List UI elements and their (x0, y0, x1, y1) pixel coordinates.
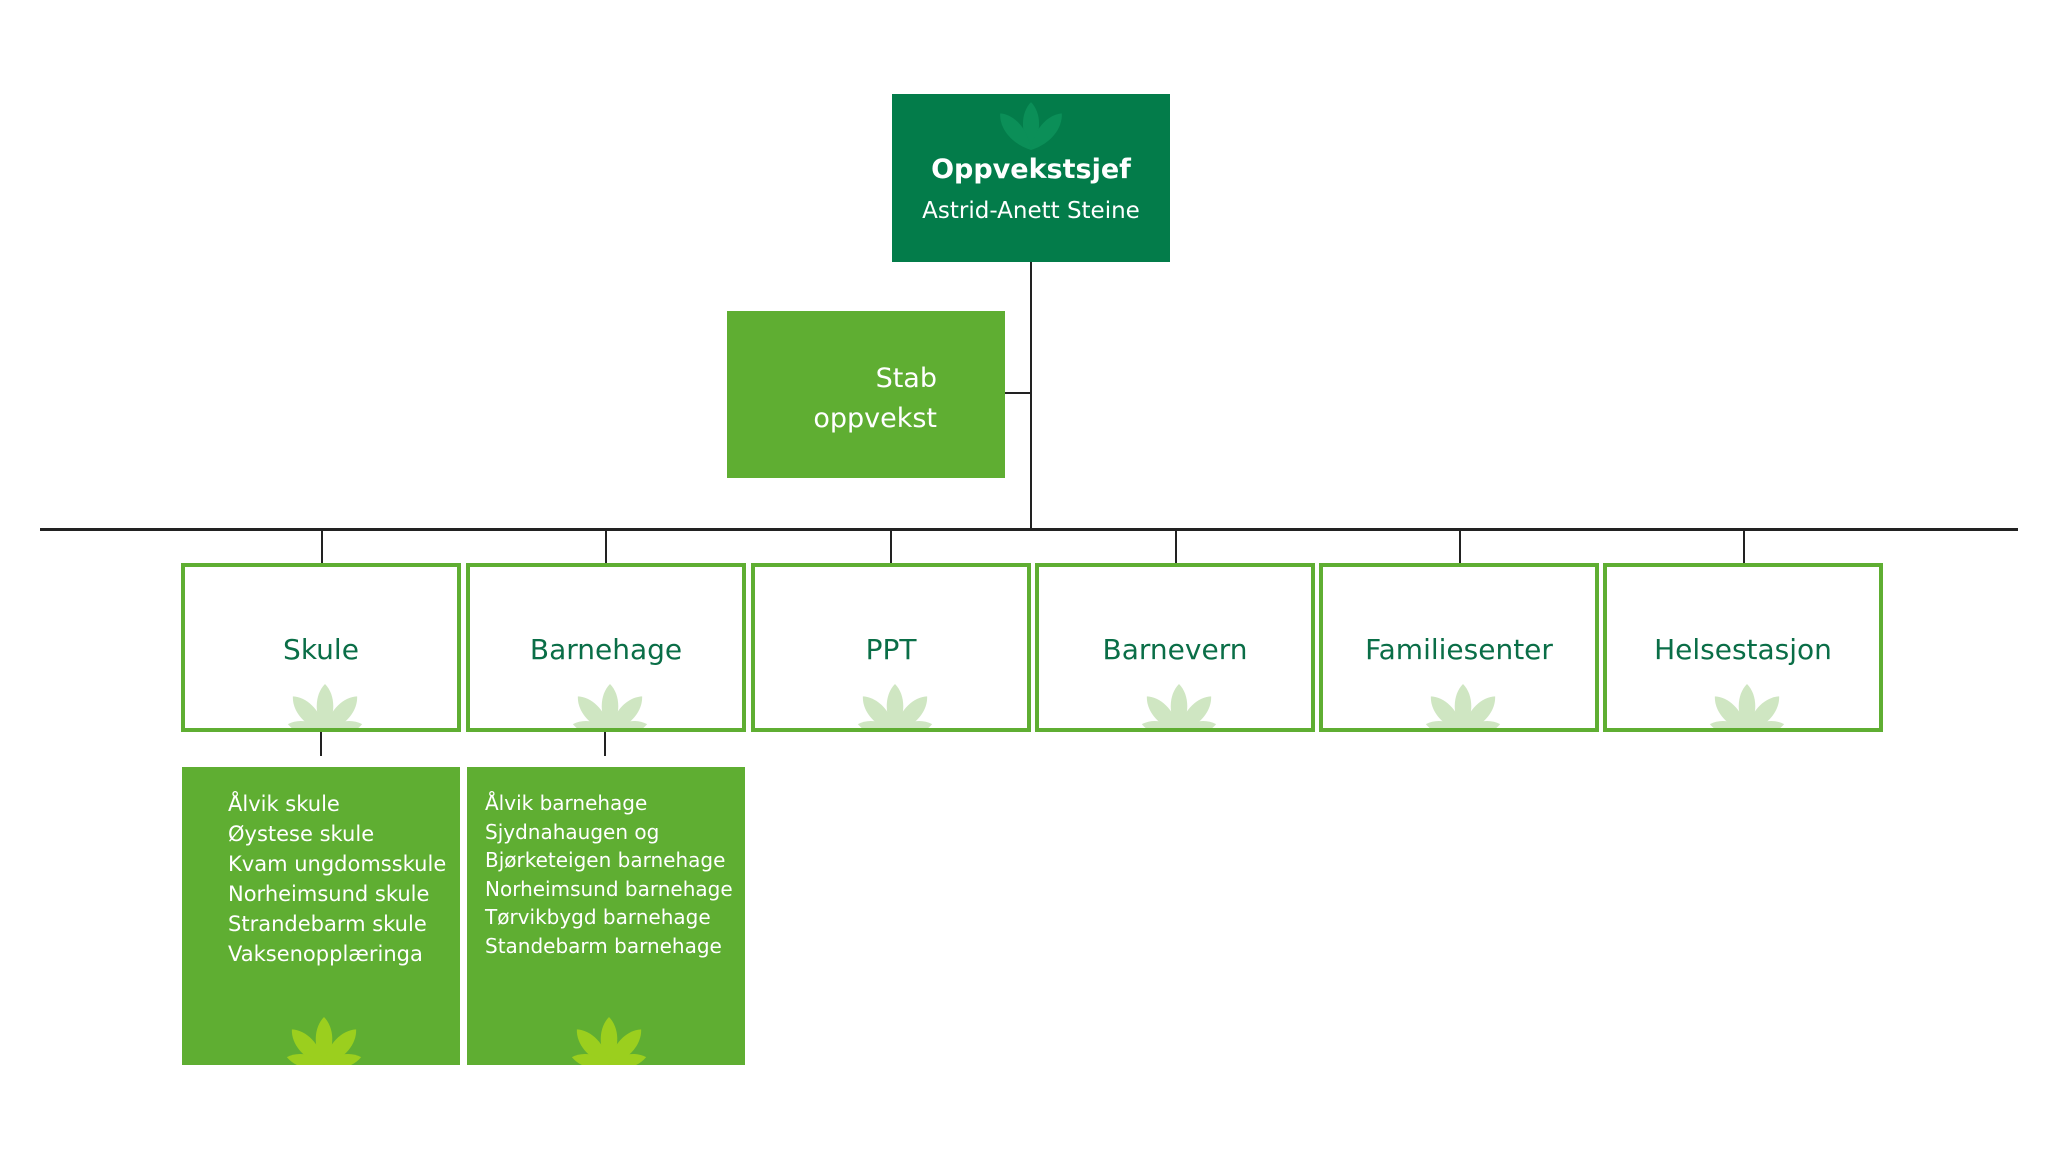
list-item: Bjørketeigen barnehage (485, 848, 726, 872)
stab-oppvekst-box: Stab oppvekst (727, 311, 1005, 478)
leaf-emblem-icon (262, 1005, 386, 1065)
dept-barnehage-box: Barnehage (466, 563, 746, 732)
oppvekstsjef-name: Astrid-Anett Steine (922, 198, 1140, 224)
list-item: Ålvik skule (228, 792, 340, 816)
leaf-emblem-icon (833, 672, 957, 728)
connector-barnehage (605, 530, 607, 563)
list-item: Tørvikbygd barnehage (485, 905, 711, 929)
dept-skule-box: Skule (181, 563, 461, 732)
leaf-emblem-icon (989, 94, 1073, 150)
leaf-emblem-icon (947, 337, 1005, 455)
oppvekstsjef-title: Oppvekstsjef (931, 154, 1131, 185)
dept-familiesenter-label: Familiesenter (1365, 633, 1553, 666)
dept-ppt-label: PPT (865, 633, 917, 666)
list-item: Standebarm barnehage (485, 933, 722, 958)
dept-barnevern-label: Barnevern (1102, 633, 1248, 666)
connector-top-vertical (1030, 262, 1032, 530)
leaf-emblem-icon (1685, 672, 1809, 728)
connector-horizontal-bus (40, 528, 2018, 531)
leaf-emblem-icon (263, 672, 387, 728)
dept-familiesenter-box: Familiesenter (1319, 563, 1599, 732)
connector-ppt (890, 530, 892, 563)
leaf-emblem-icon (548, 672, 672, 728)
list-item: Sjydnahaugen og (485, 819, 660, 844)
leaf-emblem-icon (1117, 672, 1241, 728)
connector-helsestasjon (1743, 530, 1745, 563)
list-item: Norheimsund skule (228, 882, 430, 906)
connector-skule-detail (320, 732, 322, 756)
leaf-emblem-icon (1401, 672, 1525, 728)
dept-ppt-box: PPT (751, 563, 1031, 732)
stab-oppvekst-label: Stab oppvekst (813, 363, 937, 434)
leaf-emblem-icon (547, 1005, 671, 1065)
dept-helsestasjon-label: Helsestasjon (1654, 633, 1832, 666)
skule-units-box: Ålvik skule Øystese skule Kvam ungdomssk… (182, 767, 460, 1065)
connector-stab (1005, 392, 1031, 394)
connector-barnevern (1175, 530, 1177, 563)
oppvekstsjef-box: Oppvekstsjef Astrid-Anett Steine (892, 94, 1170, 262)
connector-familiesenter (1459, 530, 1461, 563)
connector-barnehage-detail (604, 732, 606, 756)
list-item: Vaksenopplæringa (228, 942, 423, 966)
barnehage-units-box: Ålvik barnehage Sjydnahaugen og Bjørkete… (467, 767, 745, 1065)
barnehage-units-list: Ålvik barnehage Sjydnahaugen og Bjørkete… (485, 789, 733, 960)
skule-units-list: Ålvik skule Øystese skule Kvam ungdomssk… (228, 789, 446, 969)
list-item: Norheimsund barnehage (485, 876, 733, 901)
list-item: Strandebarm skule (228, 912, 427, 936)
dept-skule-label: Skule (283, 633, 359, 666)
connector-skule (321, 530, 323, 563)
dept-barnevern-box: Barnevern (1035, 563, 1315, 732)
dept-barnehage-label: Barnehage (529, 633, 683, 666)
list-item: Øystese skule (228, 822, 375, 846)
list-item: Ålvik barnehage (485, 791, 648, 815)
list-item: Kvam ungdomsskule (228, 852, 447, 876)
dept-helsestasjon-box: Helsestasjon (1603, 563, 1883, 732)
